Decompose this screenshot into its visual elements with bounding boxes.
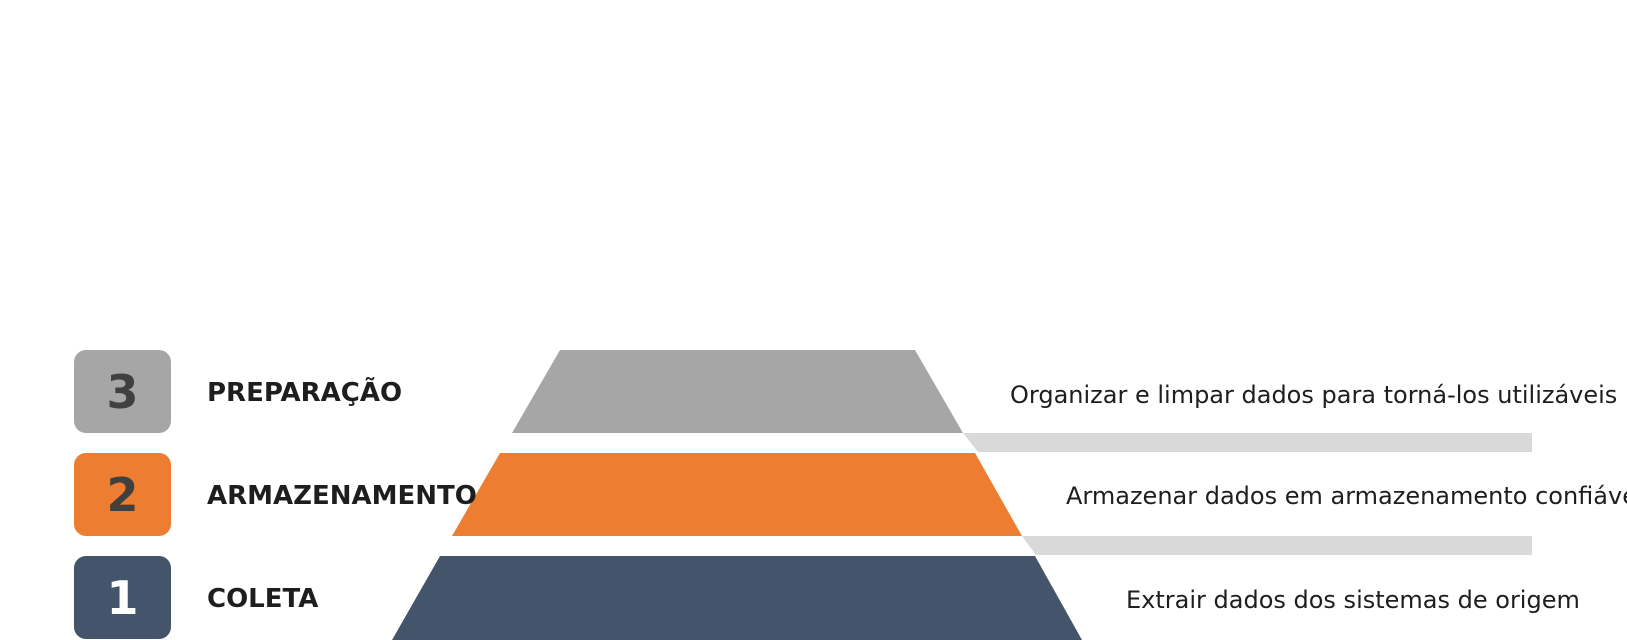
connector-bar-3-to-2 bbox=[963, 433, 1532, 452]
pyramid-layer-1 bbox=[392, 556, 1082, 640]
level-number-2: 2 bbox=[106, 467, 139, 522]
level-title-2: ARMAZENAMENTO bbox=[207, 481, 477, 511]
pyramid-layer-3 bbox=[512, 350, 963, 433]
connector-bar-2-to-1 bbox=[1022, 536, 1532, 555]
level-description-1: Extrair dados dos sistemas de origem bbox=[1126, 586, 1580, 614]
level-description-3: Organizar e limpar dados para torná-los … bbox=[1010, 381, 1618, 409]
level-title-1: COLETA bbox=[207, 584, 319, 614]
level-number-3: 3 bbox=[106, 364, 139, 419]
level-number-1: 1 bbox=[106, 570, 139, 625]
pyramid-layer-2 bbox=[452, 453, 1022, 536]
level-badge-2: 2 bbox=[74, 453, 171, 536]
level-title-3: PREPARAÇÃO bbox=[207, 378, 403, 408]
level-description-2: Armazenar dados em armazenamento confiáv… bbox=[1066, 482, 1627, 510]
level-badge-1: 1 bbox=[74, 556, 171, 639]
level-badge-3: 3 bbox=[74, 350, 171, 433]
